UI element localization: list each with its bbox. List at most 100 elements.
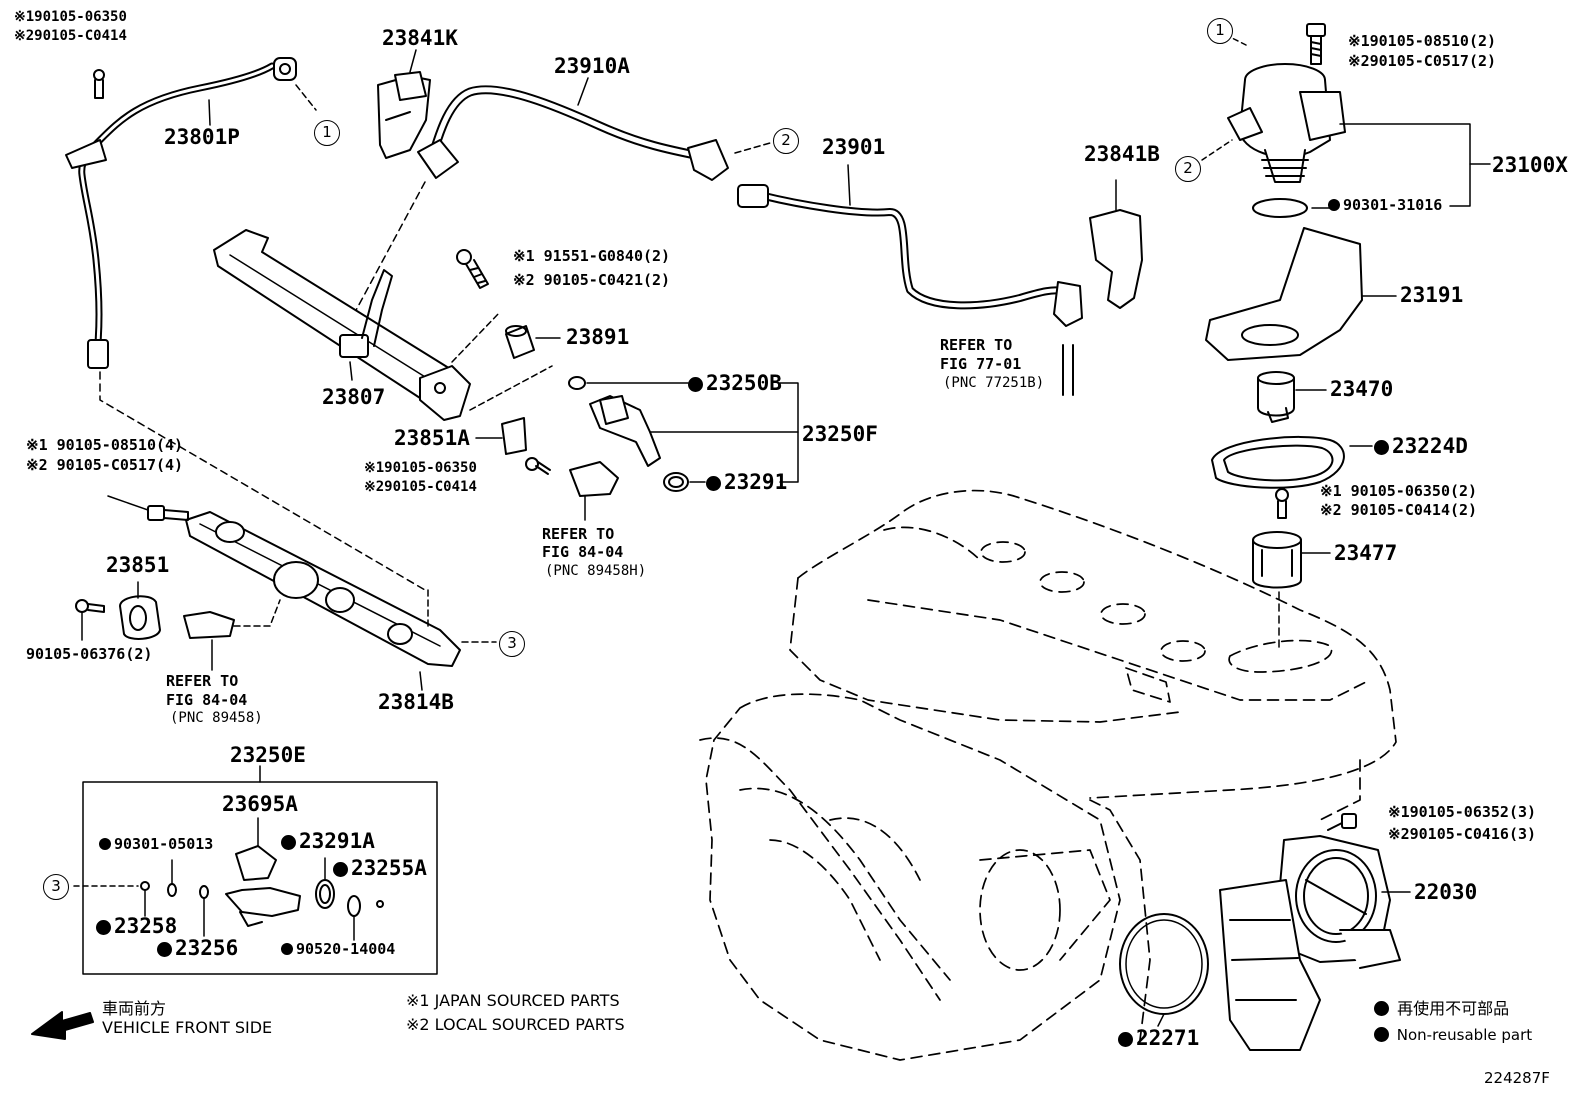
bolt-ref-tr-1: ※190105-08510(2) bbox=[1348, 32, 1497, 50]
part-number-23291: 23291 bbox=[706, 472, 787, 493]
part-number-23891: 23891 bbox=[566, 325, 630, 349]
bolt-ref-mid-2: ※2 90105-C0421(2) bbox=[513, 271, 671, 289]
callout-3: 3 bbox=[499, 631, 525, 657]
part-number-23250b: 23250B bbox=[688, 373, 782, 394]
part-number-23841b: 23841B bbox=[1084, 142, 1160, 166]
bolt-ref-left-1: ※1 90105-08510(4) bbox=[26, 436, 184, 454]
bolt-ref-tl-2: ※290105-C0414 bbox=[14, 28, 127, 44]
injector-23250f bbox=[568, 376, 799, 492]
bolt-91551 bbox=[456, 249, 489, 289]
part-number-23910a: 23910A bbox=[554, 54, 630, 78]
legend-non-reusable-jp: 再使用不可部品 bbox=[1374, 1001, 1509, 1017]
refer-pnc-89458: (PNC 89458) bbox=[170, 710, 263, 726]
gasket-23224d bbox=[1211, 435, 1373, 489]
legend-non-reusable-en: Non-reusable part bbox=[1374, 1027, 1532, 1043]
note-japan-sourced: ※1 JAPAN SOURCED PARTS bbox=[406, 991, 620, 1010]
part-number-23256: 23256 bbox=[157, 938, 238, 959]
part-number-23250f: 23250F bbox=[802, 422, 878, 446]
bolt-ref-left-2: ※2 90105-C0517(4) bbox=[26, 456, 184, 474]
part-number-23224d: 23224D bbox=[1374, 436, 1468, 457]
part-number-23250e: 23250E bbox=[230, 743, 306, 767]
bolt-90105-06376 bbox=[75, 599, 105, 641]
non-reusable-dot bbox=[1374, 1027, 1389, 1042]
callout-3: 3 bbox=[43, 874, 69, 900]
bolt-left bbox=[107, 495, 189, 521]
refer-to-text: REFER TO bbox=[940, 336, 1013, 354]
non-reusable-dot bbox=[99, 838, 111, 850]
refer-to-text: REFER TO bbox=[542, 525, 615, 543]
part-number-23258: 23258 bbox=[96, 916, 177, 937]
part-number-90520-14004: 90520-14004 bbox=[281, 942, 395, 957]
non-reusable-dot bbox=[1374, 1001, 1389, 1016]
non-reusable-dot bbox=[157, 942, 172, 957]
bolt-throttle bbox=[1327, 813, 1357, 831]
refer-pnc-77251b: (PNC 77251B) bbox=[943, 375, 1045, 391]
sensor-89458 bbox=[183, 599, 281, 671]
part-number-22030: 22030 bbox=[1414, 880, 1478, 904]
bolt-ref-right-2: ※2 90105-C0414(2) bbox=[1320, 501, 1478, 519]
non-reusable-dot bbox=[333, 862, 348, 877]
part-number-23841k: 23841K bbox=[382, 26, 458, 50]
bolt-ref-tl-1: ※190105-06350 bbox=[14, 9, 127, 25]
part-number-23100x: 23100X bbox=[1492, 153, 1568, 177]
vehicle-front-arrow bbox=[31, 1011, 94, 1040]
part-number-23255a: 23255A bbox=[333, 858, 427, 879]
non-reusable-dot bbox=[688, 377, 703, 392]
callout-1: 1 bbox=[314, 120, 340, 146]
sensor-89458h bbox=[569, 461, 619, 521]
part-number-23470: 23470 bbox=[1330, 377, 1394, 401]
part-number-23191: 23191 bbox=[1400, 283, 1464, 307]
engine-outline bbox=[699, 489, 1397, 1061]
refer-to-text: REFER TO bbox=[166, 672, 239, 690]
part-number-23814b: 23814B bbox=[378, 690, 454, 714]
figure-id: 224287F bbox=[1484, 1069, 1550, 1087]
refer-fig-84-04: FIG 84-04 bbox=[542, 543, 624, 561]
bolt-ref-tb-2: ※290105-C0416(3) bbox=[1388, 825, 1537, 843]
part-number-23901: 23901 bbox=[822, 135, 886, 159]
part-number-23291a: 23291A bbox=[281, 831, 375, 852]
bolt-ref-center-2: ※290105-C0414 bbox=[364, 479, 477, 495]
part-number-90105-06376: 90105-06376(2) bbox=[26, 645, 153, 663]
note-local-sourced: ※2 LOCAL SOURCED PARTS bbox=[406, 1015, 625, 1034]
bolt-ref-mid-1: ※1 91551-G0840(2) bbox=[513, 247, 671, 265]
vehicle-front-en: VEHICLE FRONT SIDE bbox=[102, 1018, 273, 1037]
non-reusable-dot bbox=[1328, 199, 1340, 211]
part-number-23695a: 23695A bbox=[222, 792, 298, 816]
bolt-ref-right-1: ※1 90105-06350(2) bbox=[1320, 482, 1478, 500]
fuel-pipe-23801p bbox=[65, 57, 317, 369]
throttle-body-22030 bbox=[1219, 835, 1411, 1051]
fuel-pump-23100x bbox=[1201, 37, 1491, 218]
housing-23477 bbox=[1252, 531, 1331, 651]
spacer-23851 bbox=[119, 581, 161, 640]
refer-fig-77-01: FIG 77-01 bbox=[940, 355, 1022, 373]
collar-23891 bbox=[505, 325, 561, 359]
part-number-23807: 23807 bbox=[322, 385, 386, 409]
insulator-23191 bbox=[1205, 227, 1397, 361]
non-reusable-dot bbox=[1374, 440, 1389, 455]
bolt-top-right bbox=[1306, 23, 1326, 65]
callout-2: 2 bbox=[1175, 156, 1201, 182]
non-reusable-dot bbox=[281, 835, 296, 850]
part-number-90301-31016: 90301-31016 bbox=[1328, 198, 1442, 213]
bolt-right bbox=[1275, 488, 1289, 519]
connector-23841k bbox=[377, 49, 431, 159]
fuel-rail-23807 bbox=[213, 229, 471, 421]
bolt-ref-tb-1: ※190105-06352(3) bbox=[1388, 803, 1537, 821]
spacer-23851a bbox=[475, 417, 527, 455]
refer-pnc-89458h: (PNC 89458H) bbox=[545, 563, 647, 579]
refer-fig-84-04: FIG 84-04 bbox=[166, 691, 248, 709]
delivery-pipe-23814b bbox=[185, 511, 497, 691]
part-number-22271: 22271 bbox=[1118, 1028, 1199, 1049]
non-reusable-dot bbox=[1118, 1032, 1133, 1047]
non-reusable-dot bbox=[96, 920, 111, 935]
lifter-23470 bbox=[1257, 371, 1327, 423]
fuel-hose-23901 bbox=[737, 164, 1083, 396]
injector-kit-box-23250e bbox=[73, 765, 438, 975]
bolt-ref-center-1: ※190105-06350 bbox=[364, 460, 477, 476]
bolt-ref-tr-2: ※290105-C0517(2) bbox=[1348, 52, 1497, 70]
gasket-22271 bbox=[1119, 913, 1209, 1027]
part-number-23851a: 23851A bbox=[394, 426, 470, 450]
part-number-23477: 23477 bbox=[1334, 541, 1398, 565]
